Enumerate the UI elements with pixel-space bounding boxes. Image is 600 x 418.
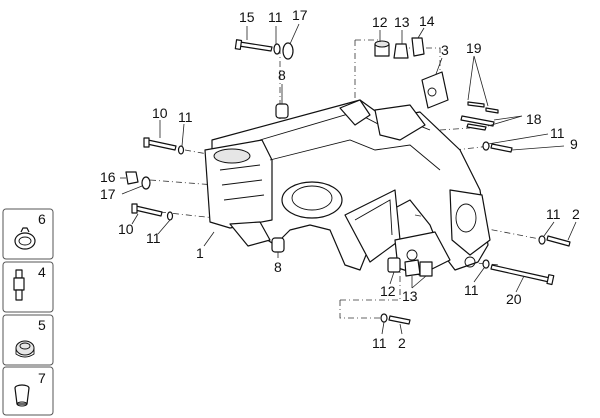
callout-16: 16: [100, 169, 116, 185]
legend-item-spacer: 7: [2, 366, 54, 416]
callout-11: 11: [268, 9, 283, 25]
leader-lines: [120, 23, 577, 335]
hardware: [125, 37, 571, 325]
callout-10: 10: [152, 105, 168, 121]
callout-18: 18: [526, 111, 542, 127]
callout-3: 3: [441, 42, 449, 58]
callout-10: 10: [118, 221, 134, 237]
legend-number: 7: [38, 370, 46, 386]
callout-20: 20: [506, 291, 522, 307]
clamp-icon: [14, 227, 36, 250]
callout-labels: 15 11 17 12 13 14 3 19 8 10 11 18 11 9 1…: [100, 7, 580, 351]
legend-number: 5: [38, 317, 46, 333]
callout-8: 8: [278, 67, 286, 83]
stud-icon: [13, 269, 25, 301]
callout-13: 13: [402, 288, 418, 304]
callout-11: 11: [546, 206, 561, 222]
legend-item-nut: 5: [2, 314, 54, 366]
legend-number: 6: [38, 211, 46, 227]
callout-11: 11: [550, 125, 565, 141]
callout-2: 2: [572, 206, 580, 222]
callout-15: 15: [239, 9, 255, 25]
callout-19: 19: [466, 40, 482, 56]
main-frame: [204, 99, 491, 276]
callout-2: 2: [398, 335, 406, 351]
callout-11: 11: [146, 230, 161, 246]
callout-12: 12: [380, 283, 396, 299]
callout-17: 17: [292, 7, 308, 23]
legend-number: 4: [38, 264, 46, 280]
callout-11: 11: [178, 109, 193, 125]
nut-icon: [15, 340, 35, 358]
callout-13: 13: [394, 14, 410, 30]
legend-item-clamp: 6: [2, 208, 54, 260]
callout-8: 8: [274, 259, 282, 275]
callout-9: 9: [570, 136, 578, 152]
legend-item-stud: 4: [2, 261, 54, 313]
legend-boxes: 6 4 5 7: [2, 208, 54, 416]
spacer-icon: [14, 384, 30, 407]
callout-12: 12: [372, 14, 388, 30]
callout-14: 14: [419, 13, 435, 29]
callout-11: 11: [464, 282, 479, 298]
callout-11: 11: [372, 335, 387, 351]
callout-17: 17: [100, 186, 116, 202]
callout-1: 1: [196, 245, 204, 261]
